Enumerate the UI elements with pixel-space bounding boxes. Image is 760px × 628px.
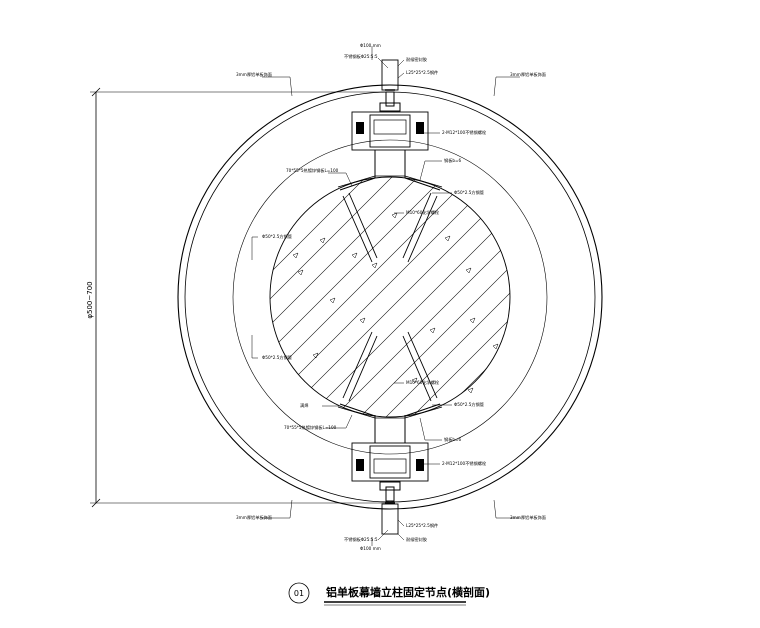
aggregate-mark [469,317,476,324]
hatch-line [461,177,510,417]
bottom-tube-label: Φ50*2.5方钢管 [454,401,484,408]
aggregate-mark [429,327,436,334]
hatch-line [487,177,510,417]
concrete-core [269,176,511,418]
aggregate-mark [329,297,336,304]
aggregate-mark [467,387,474,394]
hatch-line [270,177,510,417]
hatch-line [270,177,291,417]
aggregate-mark [492,343,499,350]
top-cap-material-label: 不锈钢板Φ25:5:5 [344,53,378,60]
hatch-line [270,177,473,417]
mid-left-lower-label: Φ50*2.5方钢管 [262,354,292,361]
top-embed-label: 70*55*5热镀锌钢板L=100 [286,167,339,174]
dimension-line: φ500~700 [86,87,385,508]
hatch-line [270,177,369,417]
annotations: Φ100 mm 不锈钢板Φ25:5:5 耐候密封胶 L25*25*2.5钢件 3… [236,43,546,551]
hatch-line [409,177,510,417]
hatch-line [270,177,447,417]
cladding-rings [177,84,603,510]
hatch-line [435,177,510,417]
aggregate-mark [444,235,451,242]
bottom-anchor-label: M10*60化学螺栓 [406,379,440,386]
top-cap-width-label: Φ100 mm [360,43,381,48]
bottom-right-panel-label: 3mm厚铝单板饰面 [510,514,546,521]
aggregate-mark [319,237,326,244]
bottom-bolt-label: 2-M12*100不锈钢螺栓 [442,460,487,467]
drawing-title: 铝单板幕墙立柱固定节点(横剖面) [326,585,490,599]
hatch-line [270,177,510,417]
bottom-embed-label: 70*55*5热镀锌钢板L=100 [284,424,337,431]
top-left-panel-label: 3mm厚铝单板饰面 [236,71,272,78]
hatch-line [270,177,510,417]
bottom-bracket [337,403,443,504]
hatch-line [279,177,510,417]
aggregate-mark [292,252,299,259]
top-anchor-label: M10*60化学螺栓 [406,209,440,216]
overall-dimension: φ500~700 [86,281,94,318]
hatch-line [305,177,510,417]
detail-number: 01 [294,589,304,598]
hatch-line [383,177,510,417]
aggregate-mark [391,212,398,219]
top-right-panel-label: 3mm厚铝单板饰面 [510,71,546,78]
aggregate-mark [297,269,304,276]
leader-lines [251,46,520,546]
hatch-line [270,177,421,417]
top-sealant-label: 耐候密封胶 [406,56,427,63]
hatch-line [270,177,510,417]
top-bolt-label: 2-M12*100不锈钢螺栓 [442,129,487,136]
hatch-line [270,177,317,417]
bottom-angle-label: L25*25*2.5钢件 [406,522,438,529]
hatch-line [331,177,510,417]
hatch-line [270,177,395,417]
tube-stubs [381,59,399,535]
hatch-line [270,177,499,417]
top-plate-label: 钢板b=6 [444,157,462,164]
aggregate-mark [411,377,418,384]
bottom-weld-label: 满焊 [300,402,309,409]
bottom-plate-label: 钢板b=6 [444,436,462,443]
hatch-line [270,177,343,417]
anchor-bolts [342,192,438,402]
mid-left-upper-label: Φ50*2.5方钢管 [262,233,292,240]
hatch-line [270,177,510,417]
aggregate-mark [371,262,378,269]
aggregate-mark [359,317,366,324]
bottom-cap-material-label: 不锈钢板Φ25:5:5 [344,536,378,543]
top-tube-label: Φ50*2.5方钢管 [454,189,484,196]
top-bracket [337,89,443,191]
top-angle-label: L25*25*2.5钢件 [406,69,438,76]
hatch-line [270,177,510,417]
hatch-line [357,177,510,417]
bottom-sealant-label: 耐候密封胶 [406,536,427,543]
bottom-cap-width-label: Φ100 mm [360,546,381,551]
aggregate-mark [465,267,472,274]
title-block: 01 铝单板幕墙立柱固定节点(横剖面) [288,582,490,606]
bottom-left-panel-label: 3mm厚铝单板饰面 [236,514,272,521]
aggregate-mark [312,352,319,359]
aggregate-mark [351,252,358,259]
